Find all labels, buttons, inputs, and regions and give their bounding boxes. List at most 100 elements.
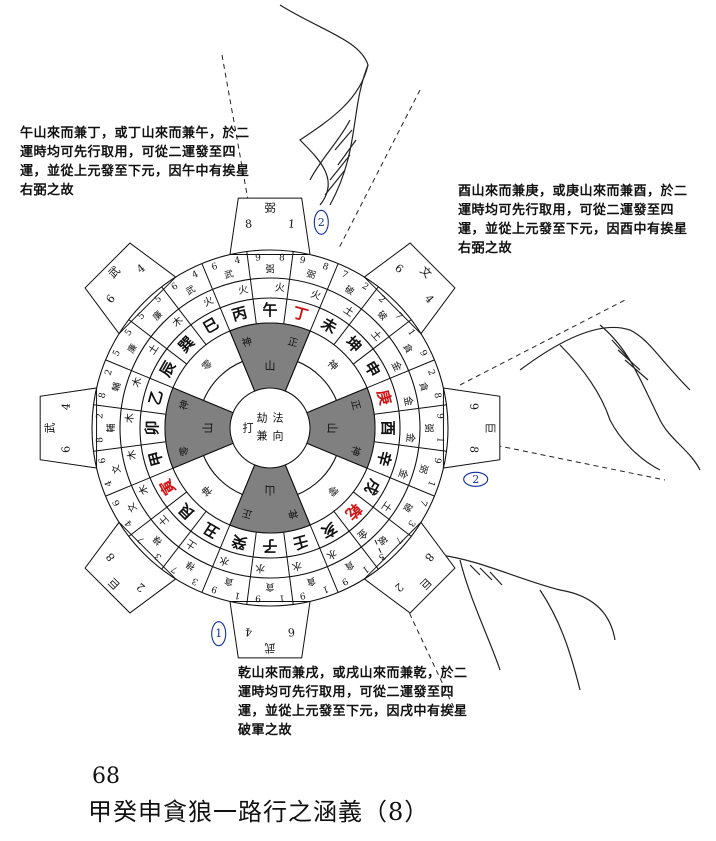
arm-right-left: 9	[467, 402, 481, 410]
inner-label-4: 零	[325, 483, 341, 499]
star-0: 弼	[265, 264, 274, 275]
inner-label-6: 正	[241, 506, 254, 519]
num-outer-21: 5	[136, 311, 147, 322]
arm-bottom_right	[363, 521, 456, 614]
sector-divider	[161, 510, 207, 570]
num-inner-19: 2	[104, 368, 115, 377]
sector-divider	[366, 359, 435, 389]
star-8: 破	[400, 501, 415, 515]
element-23: 火	[237, 283, 249, 297]
num-inner-17: 6	[98, 456, 109, 464]
num-inner-23: 4	[234, 256, 242, 267]
num-outer-22: 6	[170, 281, 181, 293]
element-14: 土	[183, 537, 199, 553]
shaded-mountain-0: 山	[265, 360, 276, 373]
element-4: 金	[389, 359, 405, 374]
ring-0	[91, 249, 449, 607]
arm-top-left: 8	[244, 217, 252, 231]
star-21: 廉	[150, 308, 165, 323]
star-6: 弼	[423, 423, 434, 432]
sector-divider	[352, 491, 412, 537]
arm-left	[39, 387, 98, 469]
mountain-10: 亥	[318, 519, 340, 542]
blue-circle-right	[463, 471, 489, 487]
mountain-6: 酉	[379, 420, 397, 435]
mountain-11: 壬	[291, 531, 310, 552]
element-13: 水	[218, 554, 231, 569]
sector-divider	[93, 404, 166, 415]
num-outer-20: 5	[111, 348, 123, 358]
sector-divider	[366, 467, 435, 497]
arm-left-right: 4	[59, 402, 73, 410]
mountain-16: 寅	[156, 476, 179, 498]
arm-right-star: 巨	[484, 423, 497, 434]
blue-circle-top	[313, 209, 329, 235]
sector-divider	[128, 319, 188, 365]
arm-top_right	[363, 242, 456, 335]
num-outer-10: 1	[360, 563, 370, 574]
element-22: 火	[201, 294, 215, 309]
blue-number-bottom: 1	[215, 627, 222, 640]
star-12: 貪	[265, 581, 274, 593]
element-15: 土	[155, 512, 171, 528]
mountain-1: 丁	[291, 303, 310, 324]
arm-bottom-right: 4	[244, 625, 252, 639]
ring-2	[139, 297, 401, 559]
num-inner-13: 9	[210, 583, 219, 594]
num-outer-7: 9	[431, 457, 442, 465]
shaded-mountain-2: 山	[265, 484, 276, 497]
note-you-mountain: 酉山來而兼庚，或庚山來而兼酉，於二運時均可先行取用，可從二運發至四運，並從上元發…	[458, 184, 688, 256]
inner-label-11: 神	[240, 334, 253, 349]
ring-1	[119, 277, 421, 579]
arm-left-left: 6	[59, 445, 73, 453]
sector-divider	[105, 467, 174, 497]
mountain-20: 辰	[156, 357, 180, 380]
num-inner-10: 9	[340, 575, 350, 587]
element-21: 木	[170, 314, 185, 330]
num-outer-9: 7	[392, 534, 403, 545]
inner-label-8: 零	[177, 445, 191, 458]
arm-top_left	[84, 242, 177, 335]
sector-divider	[246, 251, 257, 324]
num-outer-13: 1	[234, 589, 242, 600]
num-outer-23: 6	[210, 262, 219, 273]
element-8: 土	[379, 499, 395, 515]
blue-number-right: 2	[472, 473, 479, 486]
num-outer-19: 8	[98, 392, 109, 400]
center-2: 兼	[257, 430, 268, 443]
mountain-14: 丑	[200, 519, 222, 542]
mountain-13: 癸	[229, 531, 250, 553]
blue-number-top: 2	[318, 216, 325, 229]
num-outer-4: 1	[405, 328, 416, 338]
star-16: 文	[125, 501, 140, 515]
num-inner-0: 8	[279, 253, 286, 263]
sector-divider	[93, 441, 166, 452]
sector-divider	[374, 404, 447, 415]
sector-divider	[283, 251, 294, 324]
sector-divider	[161, 286, 207, 346]
center-4: 打	[243, 421, 254, 435]
center-0: 劫	[257, 412, 268, 425]
sector-divider	[352, 319, 412, 365]
sector-divider	[333, 286, 379, 346]
mountain-19: 乙	[145, 388, 166, 407]
num-inner-7: 1	[425, 479, 436, 488]
page-title: 甲癸申貪狼一路行之涵義（8）	[88, 798, 430, 826]
inner-divider	[284, 464, 311, 526]
blue-circle-bottom	[211, 621, 227, 647]
inner-divider	[172, 387, 234, 414]
sector-divider	[246, 532, 257, 605]
num-inner-5: 8	[431, 392, 442, 400]
star-11: 貪	[305, 575, 317, 589]
num-outer-17: 4	[104, 479, 115, 488]
inner-divider	[172, 442, 234, 469]
center-3: 向	[273, 429, 284, 443]
num-inner-8: 3	[405, 518, 417, 529]
inner-divider	[284, 330, 311, 392]
star-20: 廉	[125, 342, 140, 356]
sector-divider	[128, 491, 188, 537]
num-outer-3: 2	[376, 294, 387, 305]
num-outer-5: 2	[425, 368, 436, 377]
num-outer-15: 3	[153, 550, 164, 561]
element-11: 水	[291, 559, 303, 573]
